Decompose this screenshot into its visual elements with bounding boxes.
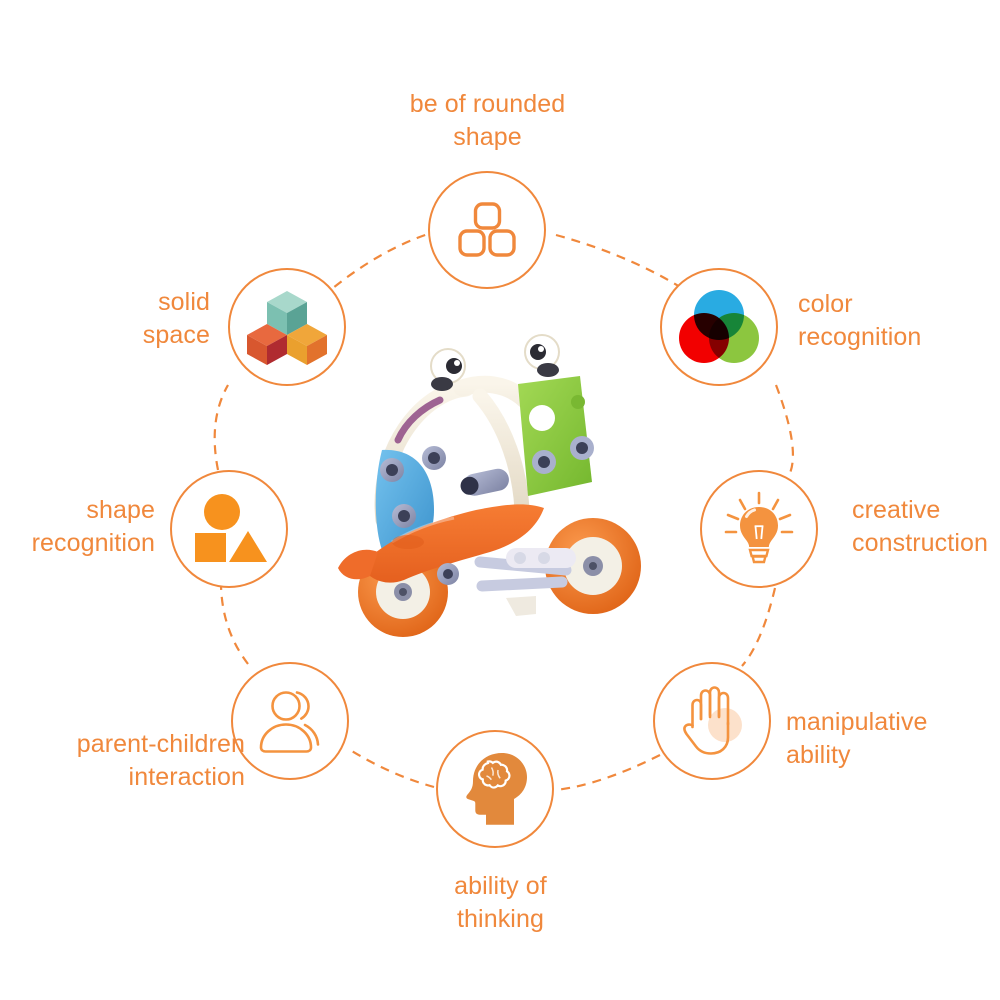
label-ability-of-thinking: ability of thinking [454, 872, 547, 933]
bolts [380, 446, 509, 585]
two-people-icon [259, 691, 320, 753]
label-rounded-shape: be of rounded shape [409, 90, 566, 151]
rear-mudguard [338, 549, 378, 580]
toy-motorcycle-illustration [338, 334, 641, 637]
node-creative-construction[interactable] [700, 470, 818, 588]
node-ability-of-thinking[interactable] [436, 730, 554, 848]
eye-right [524, 334, 560, 377]
label-parent-children-interaction: parent-children interaction [76, 730, 245, 791]
eye-left [430, 348, 466, 391]
node-shape-recognition[interactable] [170, 470, 288, 588]
hand-icon [683, 686, 742, 755]
node-rounded-shape[interactable] [428, 171, 546, 289]
lightbulb-icon [724, 491, 794, 564]
green-panel [518, 376, 592, 496]
label-manipulative-ability: manipulative ability [786, 708, 928, 769]
label-color-recognition: color recognition [798, 290, 922, 351]
arch-center [472, 388, 530, 518]
product-image [330, 330, 670, 660]
orange-body [360, 504, 544, 583]
rounded-blocks-icon [458, 202, 516, 257]
label-creative-construction: creative construction [852, 496, 988, 557]
head-brain-icon [466, 753, 527, 825]
node-color-recognition[interactable] [660, 268, 778, 386]
label-shape-recognition: shape recognition [31, 496, 155, 557]
circle-square-triangle-icon [195, 494, 267, 562]
front-wheel [545, 518, 641, 614]
purple-strip [394, 396, 444, 444]
link-plates [506, 548, 576, 568]
rgb-venn-circles-icon [679, 290, 759, 363]
node-parent-children-interaction[interactable] [231, 662, 349, 780]
node-solid-space[interactable] [228, 268, 346, 386]
isometric-cubes-icon [247, 291, 327, 365]
green-panel-holes [529, 395, 594, 474]
label-solid-space: solid space [142, 288, 210, 349]
node-manipulative-ability[interactable] [653, 662, 771, 780]
body-slot [392, 535, 424, 549]
footrest [506, 596, 536, 616]
